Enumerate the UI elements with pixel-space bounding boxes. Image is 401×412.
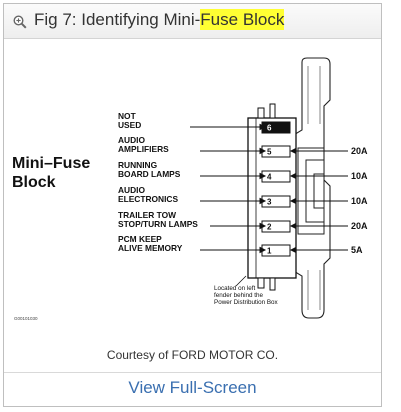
amp-rating-4: 10A xyxy=(351,171,368,181)
amp-rating-5: 20A xyxy=(351,146,368,156)
big-label-line2: Block xyxy=(12,174,56,191)
title-prefix: Fig 7: Identifying Mini- xyxy=(34,10,201,29)
fuse-block-diagram[interactable]: Mini–Fuse Block 6 5 4 3 xyxy=(4,48,381,343)
label-5-line2: AMPLIFIERS xyxy=(118,144,169,154)
label-1-line2: ALIVE MEMORY xyxy=(118,243,183,253)
fuse-row-2[interactable]: 2 xyxy=(261,220,291,233)
figure-header: Fig 7: Identifying Mini-Fuse Block xyxy=(4,4,381,39)
fuse-row-4[interactable]: 4 xyxy=(261,170,291,183)
label-2-line2: STOP/TURN LAMPS xyxy=(118,219,198,229)
connector-inner xyxy=(305,159,325,223)
amp-rating-1: 5A xyxy=(351,245,363,255)
courtesy-caption: Courtesy of FORD MOTOR CO. xyxy=(106,348,279,362)
fuse-number-6: 6 xyxy=(267,124,272,133)
leader-lines-right xyxy=(289,147,348,254)
block-bottom-tab xyxy=(257,277,265,289)
label-5-line1: AUDIO xyxy=(118,135,145,145)
location-note-line2: fender behind the xyxy=(214,292,264,299)
fuse-number-5: 5 xyxy=(267,148,272,157)
big-label-line1: Mini–Fuse xyxy=(12,155,90,172)
amp-rating-3: 10A xyxy=(351,196,368,206)
fuse-row-1[interactable]: 1 xyxy=(261,244,291,257)
label-4-line1: RUNNING xyxy=(118,160,157,170)
label-2-line1: TRAILER TOW xyxy=(118,210,176,220)
footer-divider xyxy=(4,372,381,373)
location-note-line3: Power Distribution Box xyxy=(214,299,279,306)
label-6-line2: USED xyxy=(118,120,141,130)
label-4-line2: BOARD LAMPS xyxy=(118,169,181,179)
figure-code: G00101030 xyxy=(14,316,38,321)
fuse-number-4: 4 xyxy=(267,173,272,182)
label-3-line1: AUDIO xyxy=(118,185,145,195)
note-leader xyxy=(235,275,247,287)
fuse-number-1: 1 xyxy=(267,247,272,256)
block-top-right-tab xyxy=(269,103,276,119)
figure-panel: Fig 7: Identifying Mini-Fuse Block Mini–… xyxy=(3,3,382,407)
location-note-line1: Located on left xyxy=(214,285,256,292)
label-6-line1: NOT xyxy=(118,111,137,121)
fuse-row-6[interactable]: 6 xyxy=(261,121,291,134)
label-3-line2: ELECTRONICS xyxy=(118,194,178,204)
pdb-outline xyxy=(279,57,331,319)
figure-title: Fig 7: Identifying Mini-Fuse Block xyxy=(34,9,285,30)
fuse-number-3: 3 xyxy=(267,198,272,207)
zoom-in-icon[interactable] xyxy=(13,15,27,34)
leader-lines-left xyxy=(190,123,267,254)
label-1-line1: PCM KEEP xyxy=(118,234,162,244)
title-highlight: Fuse Block xyxy=(200,9,285,30)
connector-latch xyxy=(313,173,325,209)
fuse-row-3[interactable]: 3 xyxy=(261,195,291,208)
fuse-row-5[interactable]: 5 xyxy=(261,145,291,158)
fuse-number-2: 2 xyxy=(267,223,272,232)
block-bottom-right-tab xyxy=(269,277,276,291)
pdb-inner-line xyxy=(307,66,321,310)
amp-rating-2: 20A xyxy=(351,221,368,231)
view-fullscreen-link[interactable]: View Full-Screen xyxy=(128,378,257,397)
block-top-tab xyxy=(257,107,265,119)
